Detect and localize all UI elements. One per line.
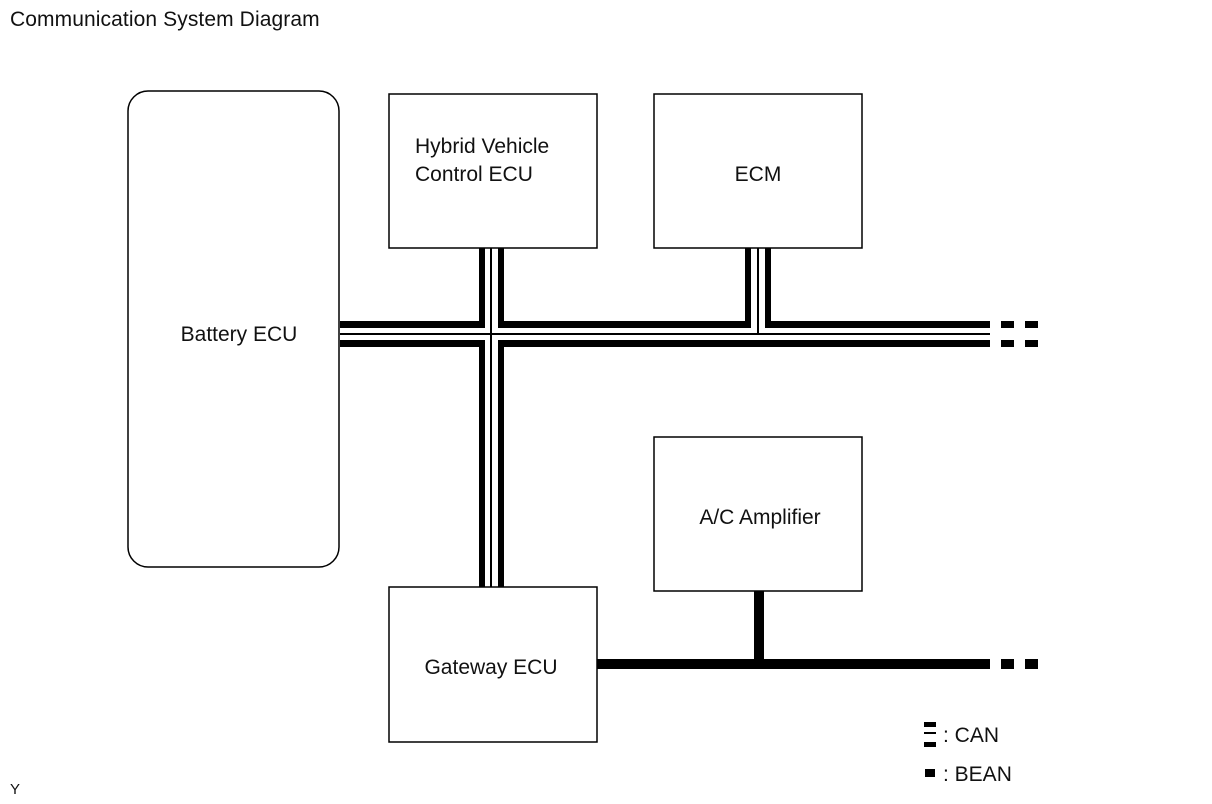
can-bus (340, 248, 990, 588)
can-bus-ecm-left-wire (745, 248, 751, 328)
battery-ecu-block: Battery ECU (127, 90, 340, 568)
ecm-label: ECM (735, 163, 782, 186)
can-bus-main-lower-wire (340, 340, 990, 347)
can-bus-main-upper-wire (340, 321, 990, 328)
battery-ecu-label: Battery ECU (181, 323, 298, 346)
ac-amplifier-block: A/C Amplifier (653, 436, 863, 592)
can-bus-hv-right-wire (498, 248, 504, 588)
bean-bus-ac-drop-wire (754, 590, 764, 662)
hv-control-ecu-block: Hybrid Vehicle Control ECU (388, 93, 598, 249)
legend-can-label: : CAN (943, 724, 999, 747)
ac-amplifier-label: A/C Amplifier (699, 506, 820, 529)
can-bus-continuation-dashes (1001, 321, 1038, 347)
bean-bus (597, 590, 1038, 669)
figure-code: Y (10, 781, 21, 798)
bean-bus-main-wire (597, 659, 990, 669)
legend-bean-label: : BEAN (943, 763, 1012, 786)
can-bus-inner-conductors (340, 248, 990, 588)
gateway-ecu-block: Gateway ECU (388, 586, 598, 743)
can-bus-hv-left-wire (479, 248, 485, 588)
diagram-title: Communication System Diagram (10, 8, 320, 31)
legend-can-icon (924, 722, 936, 747)
legend-bean-icon (925, 769, 935, 777)
ecm-block: ECM (653, 93, 863, 249)
hv-control-ecu-label-line2: Control ECU (415, 163, 533, 186)
gateway-ecu-label: Gateway ECU (424, 656, 557, 679)
can-bus-ecm-right-wire (765, 248, 771, 328)
legend: : CAN : BEAN (924, 722, 1012, 786)
hv-control-ecu-label-line1: Hybrid Vehicle (415, 135, 549, 158)
